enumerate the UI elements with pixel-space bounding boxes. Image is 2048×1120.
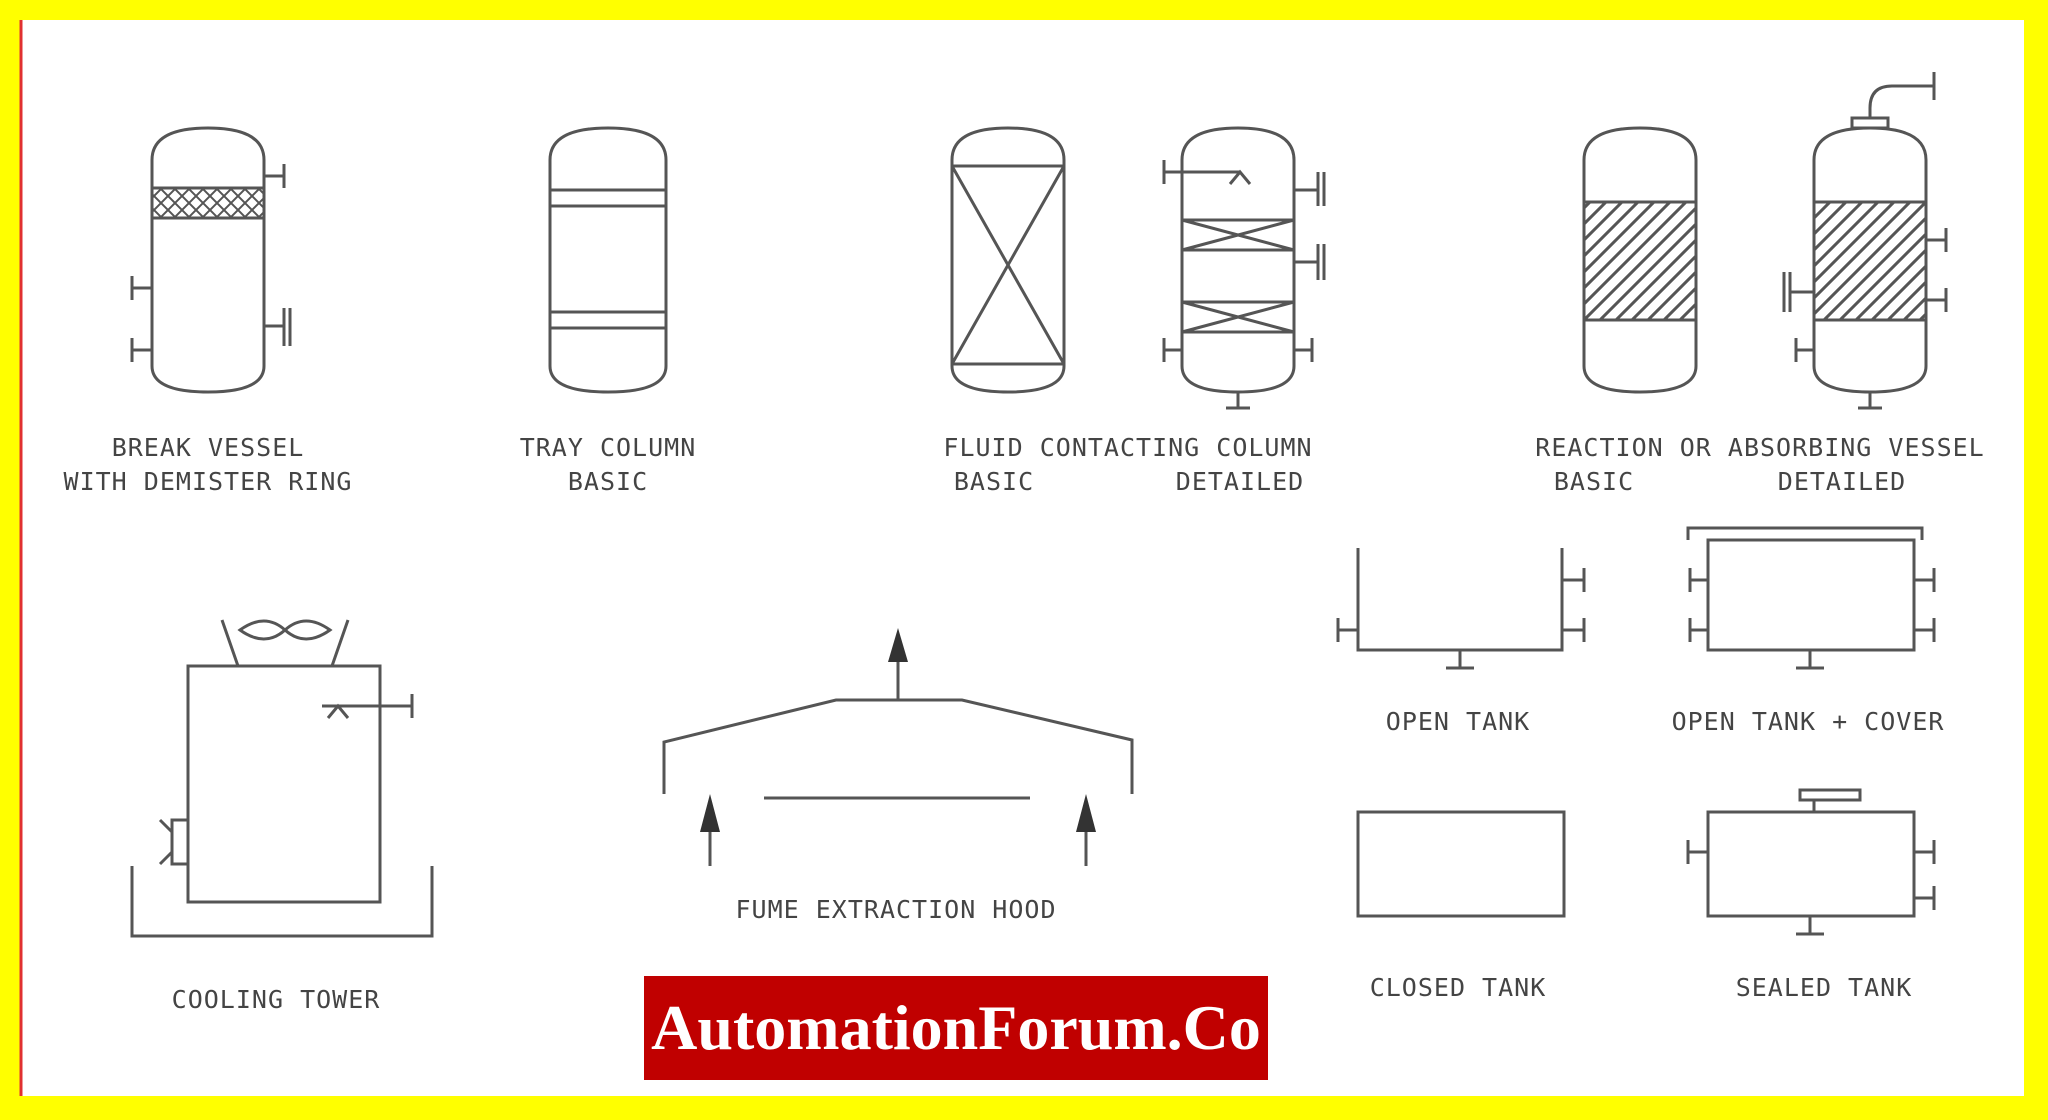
hood-intake-arrow-right-icon: [1076, 794, 1096, 832]
label-reaction-vessel: REACTION OR ABSORBING VESSEL: [1535, 433, 1984, 462]
label-reaction-vessel-detailed: DETAILED: [1778, 467, 1906, 496]
open-tank-symbol: [1336, 548, 1586, 670]
watermark-banner: AutomationForum.Co: [644, 976, 1268, 1080]
break-vessel-symbol: [130, 126, 292, 394]
label-reaction-vessel-basic: BASIC: [1554, 467, 1634, 496]
sealed-tank-symbol: [1686, 788, 1936, 936]
label-open-tank-cover: OPEN TANK + COVER: [1672, 707, 1945, 736]
label-fume-extraction-hood: FUME EXTRACTION HOOD: [735, 895, 1056, 924]
open-tank-cover-symbol: [1686, 526, 1936, 670]
tray-column-symbol: [548, 126, 668, 394]
reaction-vessel-detailed-symbol: [1782, 72, 1948, 410]
hood-exhaust-arrow-icon: [888, 628, 908, 662]
label-tray-column-1: TRAY COLUMN: [520, 433, 697, 462]
label-cooling-tower: COOLING TOWER: [172, 985, 381, 1014]
label-fluid-contacting-column: FLUID CONTACTING COLUMN: [943, 433, 1312, 462]
reaction-vessel-basic-symbol: [1582, 126, 1698, 394]
label-tray-column-2: BASIC: [568, 467, 648, 496]
fluid-contacting-column-detailed-symbol: [1162, 126, 1326, 410]
label-closed-tank: CLOSED TANK: [1370, 973, 1547, 1002]
label-fluid-contacting-detailed: DETAILED: [1176, 467, 1304, 496]
label-open-tank: OPEN TANK: [1386, 707, 1530, 736]
hood-intake-arrow-left-icon: [700, 794, 720, 832]
fluid-contacting-column-basic-symbol: [950, 126, 1066, 394]
label-sealed-tank: SEALED TANK: [1736, 973, 1913, 1002]
cooling-tower-symbol: [130, 619, 434, 938]
watermark-text: AutomationForum.Co: [651, 992, 1261, 1063]
closed-tank-symbol: [1356, 810, 1566, 918]
label-fluid-contacting-basic: BASIC: [954, 467, 1034, 496]
label-break-vessel-1: BREAK VESSEL: [112, 433, 305, 462]
label-break-vessel-2: WITH DEMISTER RING: [64, 467, 353, 496]
